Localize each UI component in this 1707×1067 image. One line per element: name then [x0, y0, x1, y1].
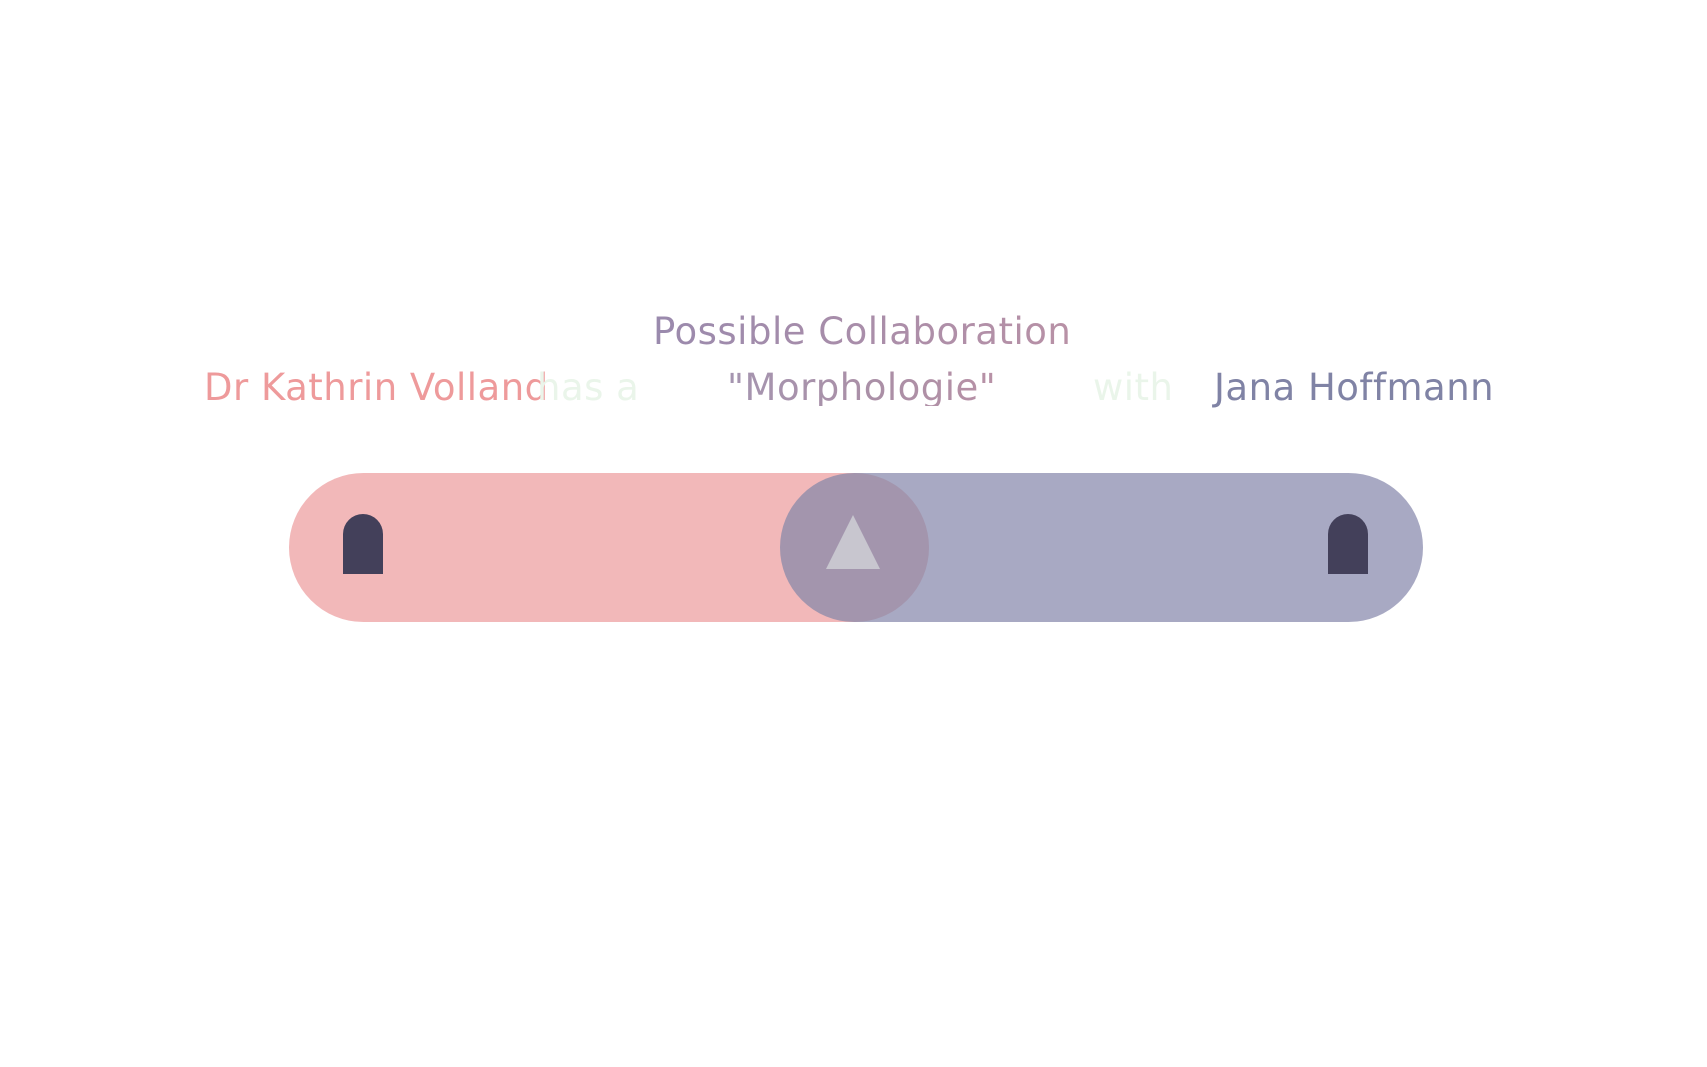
- person-a-name[interactable]: Dr Kathrin Volland: [204, 366, 549, 409]
- person-b-name[interactable]: Jana Hoffmann: [1214, 366, 1495, 409]
- topic-label: "Morphologie": [727, 366, 997, 409]
- connector-text-a: has a: [537, 366, 640, 409]
- triangle-up-icon: [826, 515, 880, 569]
- connector-text-b: with: [1093, 366, 1174, 409]
- arch-marker-icon: [1328, 514, 1368, 574]
- arch-marker-icon: [343, 514, 383, 574]
- collaboration-title: Possible Collaboration: [653, 310, 1072, 353]
